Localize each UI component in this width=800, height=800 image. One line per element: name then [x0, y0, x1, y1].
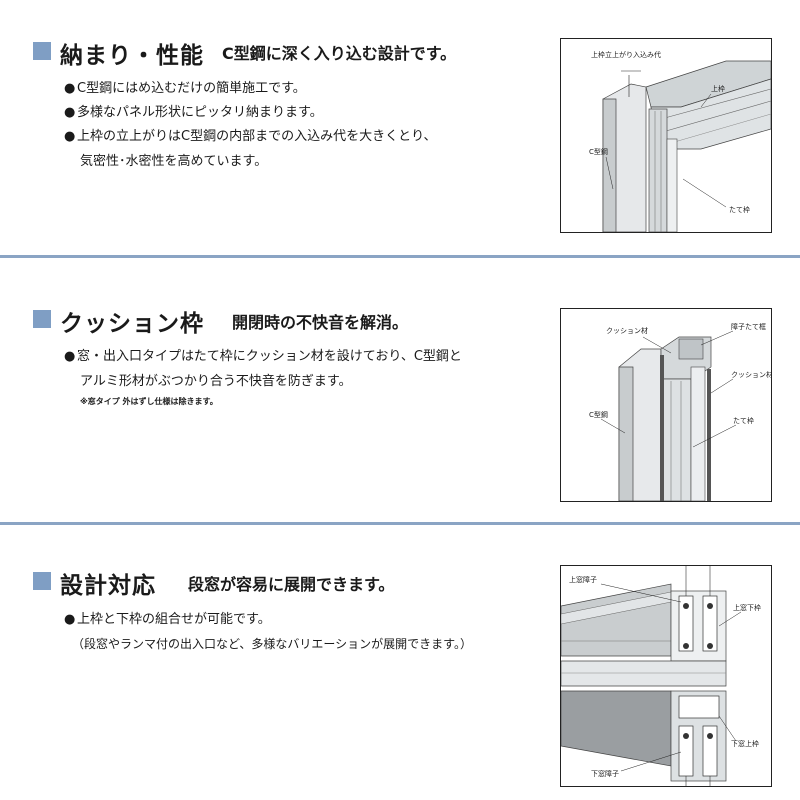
- illustration-label: C型鋼: [589, 147, 608, 156]
- bullet-item: ●上枠と下枠の組合せが可能です。: [64, 612, 271, 627]
- illustration-c-channel-fit: 上枠立上がり入込み代 上枠 C型鋼 たて枠: [560, 38, 772, 233]
- section-divider: [0, 255, 800, 258]
- illustration-label: 障子たて框: [731, 322, 766, 331]
- section-cushion-frame: クッション枠 開閉時の不快音を解消。 ●窓・出入口タイプはたて枠にクッション材を…: [0, 258, 800, 522]
- illustration-label: 下窓障子: [591, 769, 619, 778]
- illustration-label: たて枠: [733, 416, 754, 425]
- section-marker-icon: [33, 572, 51, 590]
- illustration-label: 上窓下枠: [733, 603, 761, 612]
- bullet-item: ●多様なパネル形状にピッタリ納まります。: [64, 105, 323, 120]
- bullet-continuation: （段窓やランマ付の出入口など、多様なバリエーションが展開できます。）: [72, 637, 472, 651]
- section-title: 納まり・性能: [60, 43, 204, 69]
- section-subtitle: C型鋼に深く入り込む設計です。: [222, 44, 457, 63]
- bullet-icon: ●: [64, 612, 76, 627]
- section-design-support: 設計対応 段窓が容易に展開できます。 ●上枠と下枠の組合せが可能です。 （段窓や…: [0, 525, 800, 800]
- section-subtitle: 段窓が容易に展開できます。: [188, 575, 395, 594]
- footnote: ※窓タイプ 外はずし仕様は除きます。: [80, 397, 218, 406]
- bullet-icon: ●: [64, 81, 76, 96]
- illustration-label: クッション材: [606, 326, 648, 335]
- illustration-cushion-frame: クッション材 障子たて框 クッション材 C型鋼 たて枠: [560, 308, 772, 502]
- section-marker-icon: [33, 310, 51, 328]
- bullet-item: ●窓・出入口タイプはたて枠にクッション材を設けており、C型鋼と: [64, 349, 462, 364]
- section-title: クッション枠: [60, 311, 204, 337]
- bullet-item: ●上枠の立上がりはC型鋼の内部までの入込み代を大きくとり、: [64, 129, 437, 144]
- illustration-label: 上枠立上がり入込み代: [591, 50, 661, 59]
- bullet-icon: ●: [64, 349, 76, 364]
- illustration-stacked-window: 上窓障子 上窓下枠 下窓上枠 下窓障子: [560, 565, 772, 787]
- section-marker-icon: [33, 42, 51, 60]
- bullet-icon: ●: [64, 105, 76, 120]
- illustration-label: 上窓障子: [569, 575, 597, 584]
- illustration-label: クッション材: [731, 370, 771, 379]
- illustration-label: たて枠: [729, 205, 750, 214]
- section-title: 設計対応: [60, 573, 156, 599]
- bullet-item: ●C型鋼にはめ込むだけの簡単施工です。: [64, 81, 306, 96]
- illustration-label: 下窓上枠: [731, 739, 759, 748]
- section-fit-performance: 納まり・性能 C型鋼に深く入り込む設計です。 ●C型鋼にはめ込むだけの簡単施工で…: [0, 0, 800, 255]
- section-subtitle: 開閉時の不快音を解消。: [232, 313, 409, 332]
- bullet-continuation: 気密性･水密性を高めています。: [80, 154, 268, 169]
- illustration-label: 上枠: [711, 84, 725, 93]
- illustration-label: C型鋼: [589, 410, 608, 419]
- bullet-icon: ●: [64, 129, 76, 144]
- section-divider: [0, 522, 800, 525]
- bullet-continuation: アルミ形材がぶつかり合う不快音を防ぎます。: [80, 374, 352, 389]
